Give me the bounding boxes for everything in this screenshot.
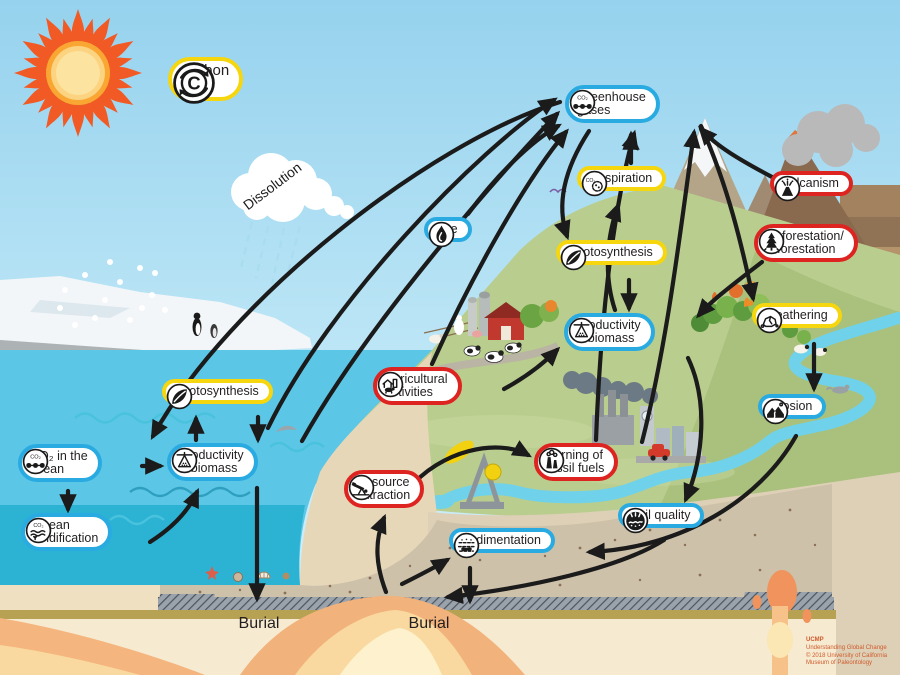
badge-label: Sedimentation xyxy=(461,533,541,547)
snow-dots xyxy=(57,259,168,328)
credits-line: © 2018 University of California xyxy=(806,652,888,659)
wolf xyxy=(826,384,850,394)
arrow-agriculture-to-biomass-land xyxy=(501,346,561,392)
svg-text:CO₂: CO₂ xyxy=(586,178,596,184)
credits-line: Museum of Paleontology xyxy=(806,660,873,667)
arrow-biomass-to-soil-quality xyxy=(683,355,704,504)
arrow-extraction-to-burning xyxy=(405,440,532,493)
burial-hatched-strip xyxy=(158,597,834,610)
arrow-acidification-to-biomass xyxy=(147,487,200,545)
credits-org: UCMP xyxy=(806,637,824,643)
factory-city xyxy=(563,371,706,463)
badge-respiration: CO₂ Respiration xyxy=(577,166,667,197)
arrow-ocean-to-greenhouse-2 xyxy=(299,110,561,444)
arrow-deforestation-to-biomass xyxy=(696,259,765,319)
svg-text:C: C xyxy=(187,73,200,94)
badge-greenhouse-gases: CO₂ Greenhouse gases xyxy=(565,85,660,124)
badge-label: Photosynthesis xyxy=(568,245,653,259)
badge-weathering: Weathering xyxy=(752,303,842,334)
arrow-agriculture-to-greenhouse xyxy=(429,128,569,367)
badge-deforestation: Deforestation/ reforestation xyxy=(754,224,858,263)
burial-label-right: Burial xyxy=(408,615,450,632)
sheep xyxy=(794,344,827,356)
arrow-biomass-to-greenhouse xyxy=(639,128,701,445)
badge-photosynthesis-ocean: Photosynthesis xyxy=(162,379,273,410)
badge-volcanism: Volcanism xyxy=(770,171,853,202)
badge-burning-fossil-fuels: Burning of fossil fuels xyxy=(534,443,619,482)
badge-label: Photosynthesis xyxy=(174,384,259,398)
badge-productivity-biomass-ocean: Productivity & biomass xyxy=(167,443,258,482)
cows xyxy=(463,342,522,363)
badge-ocean-acidification: CO₂ Ocean acidification xyxy=(21,513,113,552)
badge-fire: Fire xyxy=(424,217,472,248)
burial-label-left: Burial xyxy=(238,615,280,632)
badge-co2-in-the-ocean: CO₂ CO₂ in the ocean xyxy=(18,444,102,483)
seafloor-shells xyxy=(205,566,290,582)
badge-sedimentation: Sedimentation xyxy=(449,528,555,559)
factory-smoke xyxy=(563,371,658,404)
badge-carbon-cycle-title: C Carbon cycle xyxy=(168,57,244,104)
arrow-erosion-to-sedimentation xyxy=(585,433,799,561)
volcano-smoke xyxy=(782,104,880,167)
svg-text:CO₂: CO₂ xyxy=(577,96,588,102)
arrow-ocean-to-greenhouse-1 xyxy=(265,97,558,431)
arrow-seafloor-to-sedimentation xyxy=(399,557,451,587)
svg-text:CO₂: CO₂ xyxy=(30,455,41,461)
river xyxy=(438,312,900,507)
mantle-plume xyxy=(752,570,812,675)
dolphin xyxy=(276,425,297,432)
badge-agricultural-activities: Agricultural activities xyxy=(373,367,462,406)
arrow-greenhouse-to-photosynthesis xyxy=(553,128,592,241)
credits-line: Understanding Global Change xyxy=(806,644,887,651)
arrow-fire-to-greenhouse xyxy=(465,123,562,217)
car xyxy=(648,444,670,461)
credits: UCMP Understanding Global Change © 2018 … xyxy=(806,637,898,668)
arrow-underground-to-extraction xyxy=(370,513,389,595)
badge-soil-quality: Soil quality xyxy=(618,503,705,534)
svg-text:CO₂: CO₂ xyxy=(33,523,43,529)
rain-cloud xyxy=(231,153,354,285)
badge-productivity-biomass-land: Productivity & biomass xyxy=(564,313,655,352)
arrow-greenhouse-to-weathering xyxy=(698,123,759,303)
penguins xyxy=(192,312,218,338)
badge-photosynthesis-land: Photosynthesis xyxy=(556,240,667,271)
badge-resource-extraction: Resource extraction xyxy=(344,470,425,509)
sun-icon xyxy=(14,9,142,137)
badge-erosion: Erosion xyxy=(758,394,827,425)
